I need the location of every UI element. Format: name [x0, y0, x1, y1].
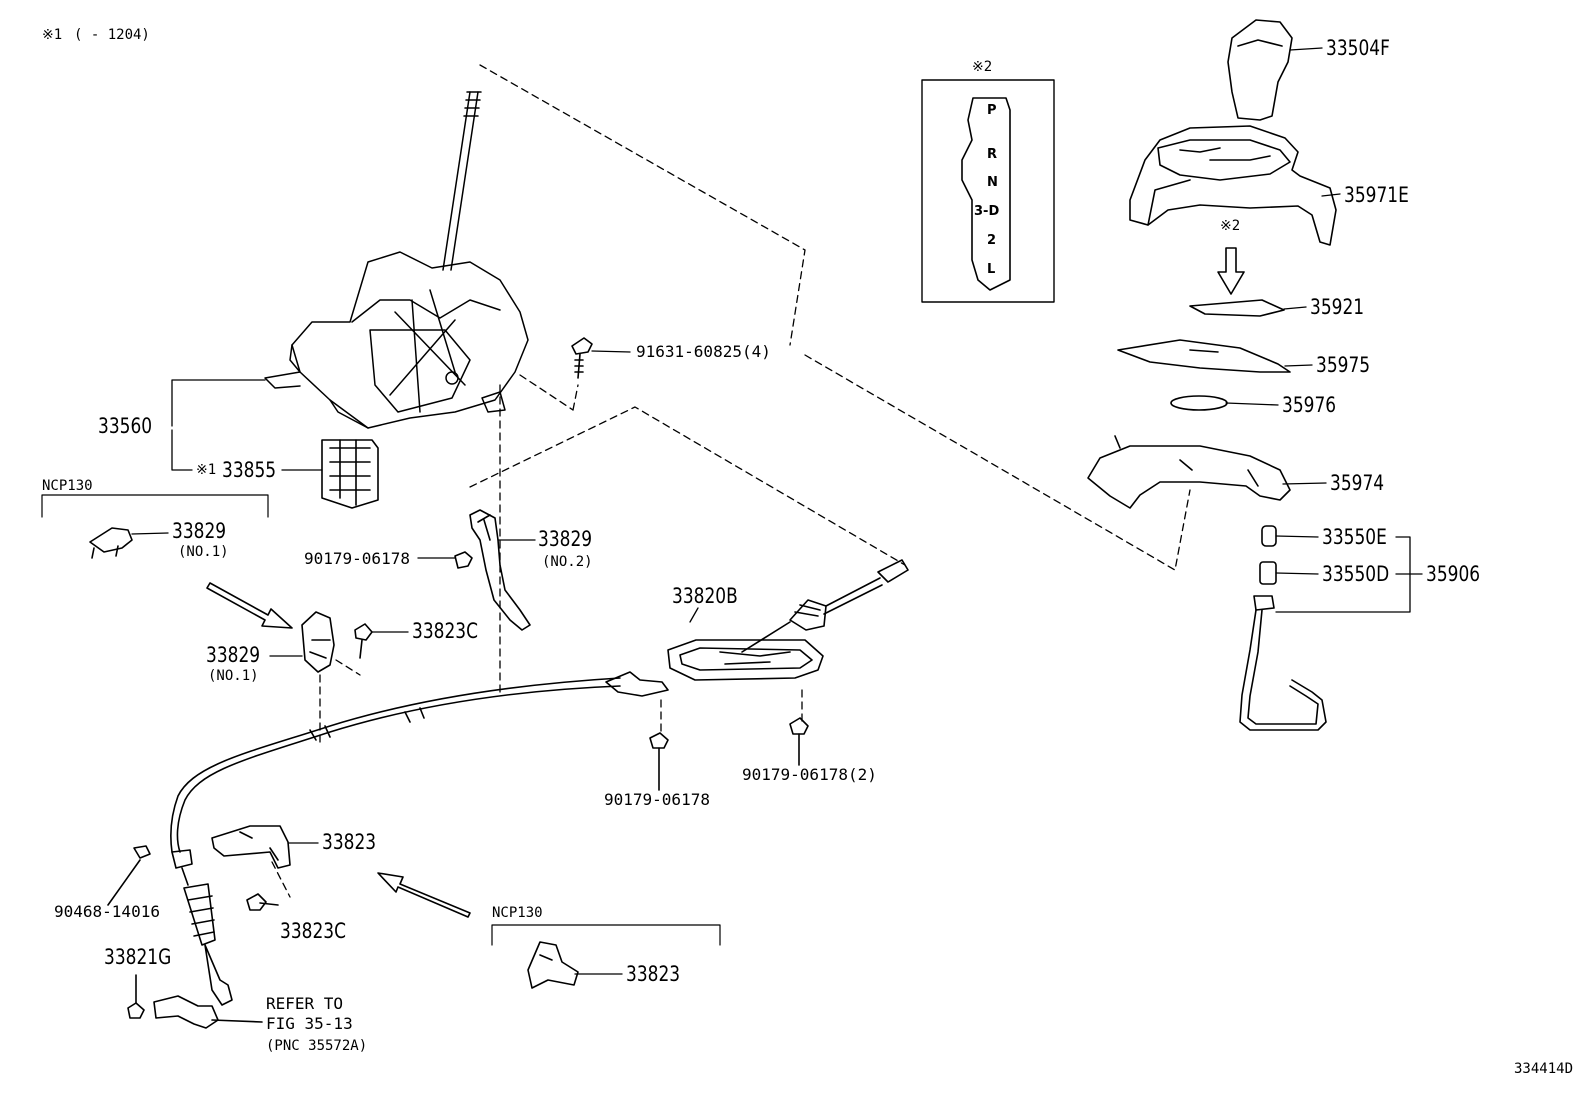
dust-cover-35975: [1117, 339, 1291, 373]
note-mark-1: ※1: [196, 462, 217, 478]
clip-33829-ncp130: [89, 527, 133, 559]
part-33560[interactable]: 33560: [98, 414, 153, 438]
arrow-right-down: [206, 582, 293, 629]
plate-35976: [1170, 395, 1228, 411]
part-33829-top-sub: (NO.1): [178, 544, 229, 560]
part-35921[interactable]: 35921: [1310, 295, 1365, 319]
part-33550D[interactable]: 33550D: [1322, 562, 1390, 586]
part-33829-mid[interactable]: 33829: [538, 527, 593, 551]
refer-line-2: FIG 35-13: [266, 1014, 353, 1033]
bulb-33550E: [1261, 525, 1277, 547]
part-33823-a[interactable]: 33823: [322, 830, 377, 854]
nut-33821G: [127, 974, 145, 1019]
part-33820B[interactable]: 33820B: [672, 584, 738, 608]
part-90179-06178-b[interactable]: 90179-06178: [604, 790, 710, 809]
header-note-mark: ※1: [42, 27, 63, 43]
part-35974[interactable]: 35974: [1330, 471, 1385, 495]
part-35975[interactable]: 35975: [1316, 353, 1371, 377]
slide-plate-35921: [1189, 299, 1285, 317]
refer-line-3: (PNC 35572A): [266, 1038, 368, 1054]
part-33829-low-sub: (NO.1): [208, 668, 259, 684]
part-90179-06178-c[interactable]: 90179-06178(2): [742, 765, 877, 784]
indicator-housing: [1129, 125, 1337, 246]
part-33550E[interactable]: 33550E: [1322, 525, 1387, 549]
part-33855[interactable]: 33855: [222, 458, 277, 482]
shift-knob: [1227, 19, 1293, 121]
part-90468-14016[interactable]: 90468-14016: [54, 902, 160, 921]
socket-33550D: [1259, 561, 1277, 585]
nut-90179-b: [649, 732, 669, 791]
nut-90179-c: [789, 717, 809, 766]
part-35976[interactable]: 35976: [1282, 393, 1337, 417]
bracket-33855: [321, 439, 379, 509]
clip-33829-no1: [301, 611, 335, 673]
bolt-33823C-a: [354, 623, 373, 659]
link-refer: [153, 995, 263, 1029]
bracket-33829-no2: [469, 509, 531, 631]
gate-position-n: N: [987, 175, 998, 190]
part-35906[interactable]: 35906: [1426, 562, 1481, 586]
nut-90179-a: [454, 551, 473, 569]
ncp130-bracket-bottom: [491, 924, 721, 946]
group-ncp130-bottom: NCP130: [492, 905, 543, 921]
group-ncp130-top: NCP130: [42, 478, 93, 494]
bracket-33823-a: [211, 825, 291, 869]
figure-id: 334414D: [1514, 1061, 1574, 1077]
shift-lever-assembly: [264, 91, 529, 429]
housing-35974: [1087, 435, 1291, 509]
part-35971E[interactable]: 35971E: [1344, 183, 1409, 207]
gate-inset-mark: ※2: [972, 59, 993, 75]
arrow-down: [1217, 247, 1245, 295]
part-90179-06178-a[interactable]: 90179-06178: [304, 549, 410, 568]
part-33829-low[interactable]: 33829: [206, 643, 261, 667]
gate-position-p: P: [987, 103, 997, 118]
bolt-33823C-b: [246, 893, 279, 911]
part-33823C-b[interactable]: 33823C: [280, 919, 346, 943]
arrow-left-up: [377, 872, 471, 918]
part-33821G[interactable]: 33821G: [104, 945, 172, 969]
ncp130-bracket-top: [41, 494, 269, 518]
shift-cable: [170, 559, 909, 1006]
part-33504F[interactable]: 33504F: [1326, 36, 1390, 60]
part-33823-b[interactable]: 33823: [626, 962, 681, 986]
gate-position-2: 2: [987, 233, 997, 248]
gate-position-l: L: [987, 262, 996, 277]
gate-inset-box: [921, 79, 1055, 303]
note-mark-2: ※2: [1220, 218, 1241, 234]
bolt-91631: [571, 337, 593, 379]
part-33823C-a[interactable]: 33823C: [412, 619, 478, 643]
part-91631-60825[interactable]: 91631-60825(4): [636, 342, 771, 361]
bracket-33823-ncp130: [527, 941, 579, 989]
refer-line-1: REFER TO: [266, 994, 344, 1013]
part-33829-top[interactable]: 33829: [172, 519, 227, 543]
gate-position-3d: 3-D: [974, 204, 1000, 219]
wire-harness-35906: [1239, 595, 1327, 731]
header-note-range: ( - 1204): [74, 27, 150, 43]
clip-90468: [107, 845, 151, 906]
gate-position-r: R: [987, 147, 998, 162]
dashed-guides: [271, 64, 1191, 898]
leader-lines: [131, 47, 1423, 975]
part-33829-mid-sub: (NO.2): [542, 554, 593, 570]
